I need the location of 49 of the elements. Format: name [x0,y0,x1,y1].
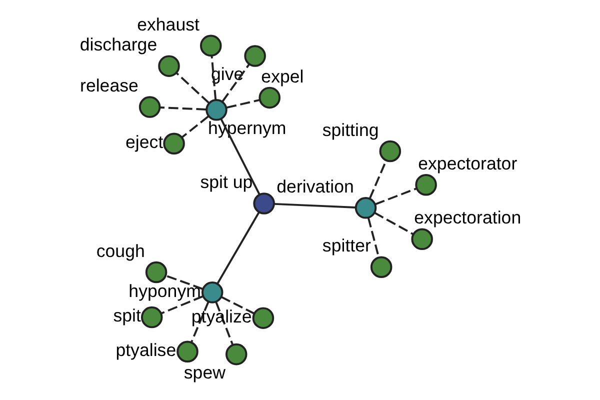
node-label: spit up [200,172,252,192]
connector [220,296,254,314]
node-label: exhaust [136,14,199,34]
node-circle [354,197,376,219]
node-label: cough [96,240,144,261]
connector [181,116,208,138]
connector [374,188,416,206]
node-label: ptyalize [190,306,252,326]
connector [159,106,206,110]
node-label: spitter [322,236,370,256]
node-circle [144,261,167,284]
node-circle [252,192,274,214]
node-circle [176,340,198,363]
connector [226,99,260,109]
connector [214,302,234,346]
connector [374,212,413,235]
node-circle [140,306,162,328]
node-label: spew [183,362,225,382]
node-label: spitting [322,120,378,140]
connector [160,295,203,314]
node-circle [410,228,432,250]
node-label: expectorator [418,153,517,174]
node-circle [200,282,223,304]
node-label: spit [112,306,140,326]
node-circle [414,174,436,196]
node-label: expectoration [414,208,521,228]
node-circle [138,96,160,118]
connector [190,301,209,342]
node-label: hyponym [128,280,200,301]
node-label: discharge [79,34,157,55]
connector [176,72,210,104]
connector [216,212,260,284]
node-circle [378,140,401,162]
node-circle [244,45,266,67]
node-circle [158,55,180,77]
node-circle [258,86,280,109]
node-circle [370,256,392,278]
node-label: release [80,76,138,96]
connector [165,274,202,290]
node-circle [162,132,184,155]
node-circle [205,99,227,121]
node-label: eject [125,132,163,152]
node-circle [224,343,247,366]
node-circle [199,34,222,57]
node-label: derivation [276,176,354,196]
node-label: expel [260,66,304,86]
node-label: ptyalise [115,340,176,360]
connector [274,202,356,208]
node-circle [252,307,274,329]
